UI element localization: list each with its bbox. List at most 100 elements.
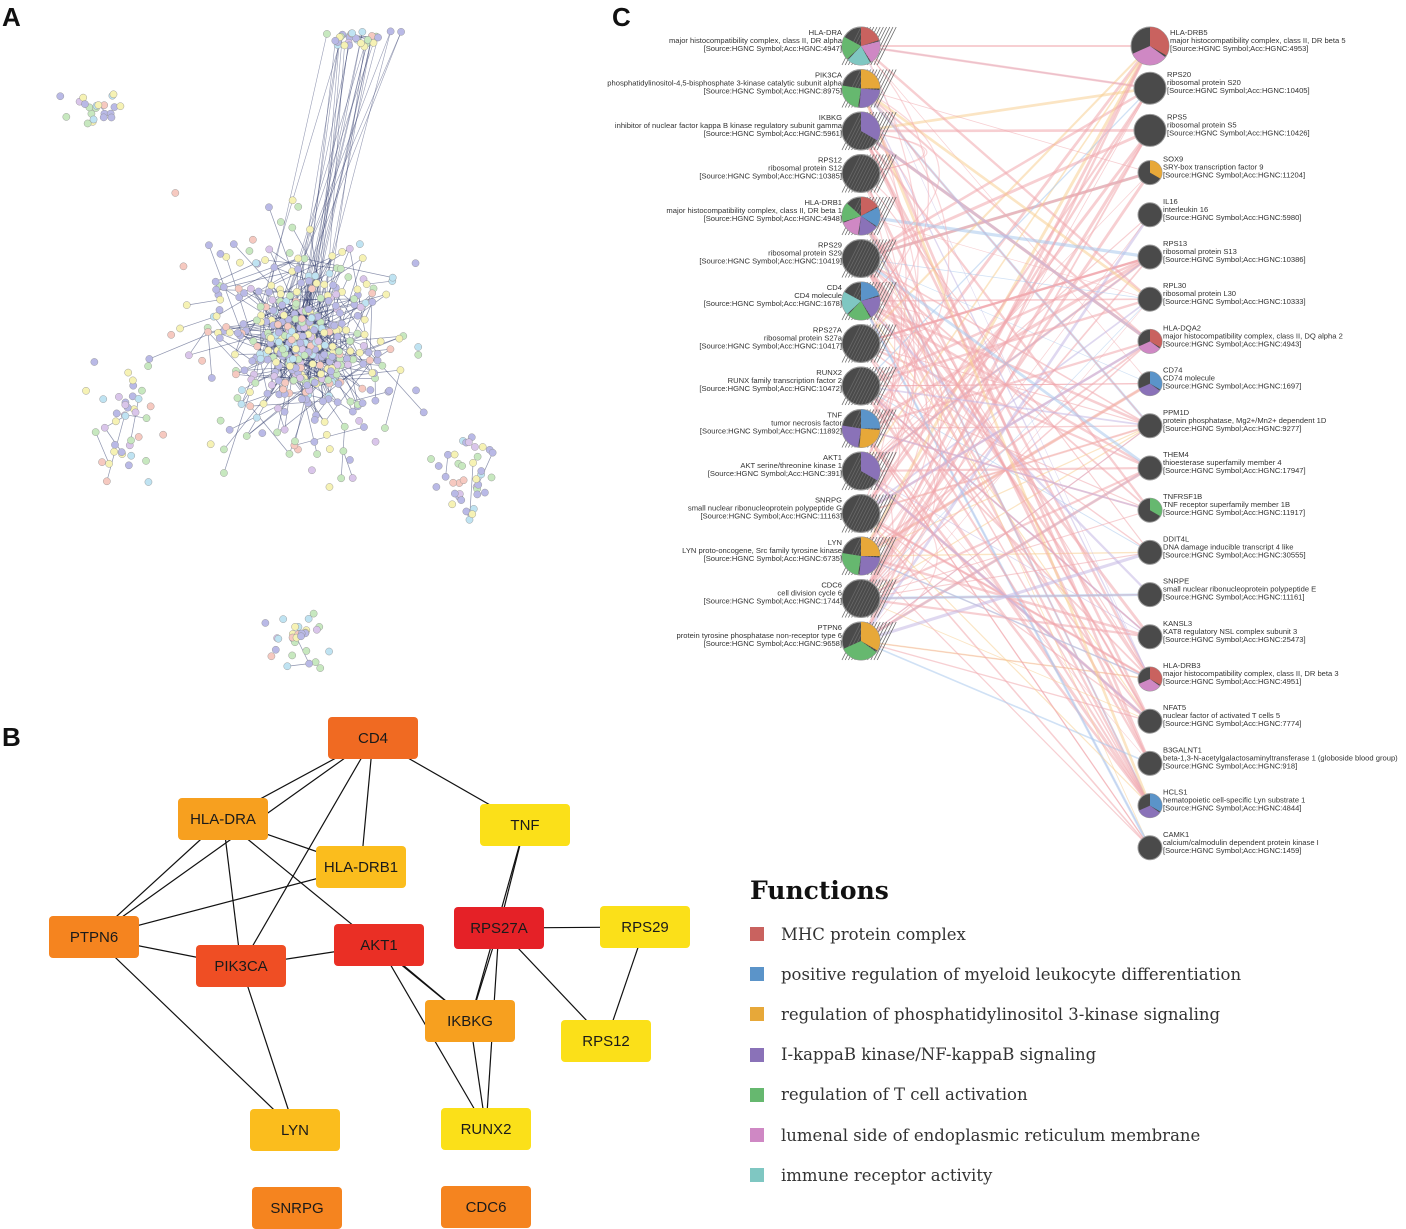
hub-node-hla-dra[interactable]: HLA-DRA xyxy=(178,798,268,840)
network-a-node xyxy=(121,412,130,420)
network-a-node xyxy=(216,416,225,425)
network-a-node xyxy=(112,409,121,418)
hub-node-ikbkg[interactable]: IKBKG xyxy=(425,1000,515,1042)
gene-symbol: PTPN6 xyxy=(818,623,842,632)
gene-symbol: RUNX2 xyxy=(816,368,842,377)
hub-node-rps29[interactable]: RPS29 xyxy=(600,906,690,948)
network-a-node xyxy=(459,476,468,485)
query-gene-pik3ca[interactable]: PIK3CAphosphatidylinositol-4,5-bisphosph… xyxy=(607,69,897,108)
network-a-node xyxy=(346,456,354,464)
genemania-edge xyxy=(860,640,1151,765)
legend-label: lumenal side of endoplasmic reticulum me… xyxy=(781,1125,1201,1145)
hub-node-cdc6[interactable]: CDC6 xyxy=(441,1186,531,1228)
network-a-node xyxy=(316,361,324,369)
hub-edge xyxy=(240,965,296,1131)
network-a-node xyxy=(316,294,325,302)
network-a-node xyxy=(472,475,481,483)
network-a-node xyxy=(134,395,143,403)
network-a-node xyxy=(469,459,477,467)
hub-node-tnf[interactable]: TNF xyxy=(480,804,570,846)
hub-node-snrpg[interactable]: SNRPG xyxy=(252,1187,342,1229)
network-a-node xyxy=(239,320,248,328)
network-a-node xyxy=(249,337,258,346)
hub-node-label: PIK3CA xyxy=(214,958,267,975)
gene-desc: ribosomal protein S20 xyxy=(1167,78,1241,87)
gene-symbol: PPM1D xyxy=(1163,408,1190,417)
gene-desc: CD74 molecule xyxy=(1163,374,1215,383)
genemania-edge xyxy=(860,298,1151,599)
network-a-node xyxy=(451,489,459,498)
network-a-node xyxy=(358,384,367,393)
network-a-node xyxy=(336,309,344,317)
network-a-node xyxy=(206,440,215,449)
network-a-node xyxy=(294,265,302,274)
hub-node-runx2[interactable]: RUNX2 xyxy=(441,1108,531,1150)
hub-node-lyn[interactable]: LYN xyxy=(250,1109,340,1151)
network-a-node xyxy=(336,264,345,273)
hub-node-rps12[interactable]: RPS12 xyxy=(561,1020,651,1062)
network-a-node xyxy=(252,259,260,267)
network-a-edge xyxy=(219,337,253,362)
network-a-node xyxy=(358,28,367,36)
network-a-node xyxy=(311,378,319,387)
network-a-node xyxy=(441,472,450,481)
network-a-edge xyxy=(315,35,373,343)
network-a-node xyxy=(288,327,296,336)
hub-node-pik3ca[interactable]: PIK3CA xyxy=(196,945,286,987)
network-a-node xyxy=(328,352,336,361)
hub-node-rps27a[interactable]: RPS27A xyxy=(454,907,544,949)
gene-source: [Source:HGNC Symbol;Acc:HGNC:4943] xyxy=(1163,339,1301,348)
network-a-node xyxy=(355,417,363,425)
hub-node-hla-drb1[interactable]: HLA-DRB1 xyxy=(316,846,406,888)
hub-node-ptpn6[interactable]: PTPN6 xyxy=(49,916,139,958)
gene-symbol: RPS27A xyxy=(813,326,843,335)
network-a-node xyxy=(414,343,423,351)
network-a-node xyxy=(358,254,367,262)
network-a-edge xyxy=(241,389,284,405)
hub-node-akt1[interactable]: AKT1 xyxy=(334,924,424,966)
hub-node-cd4[interactable]: CD4 xyxy=(328,717,418,759)
network-a-node xyxy=(121,401,130,409)
gene-symbol: TNFRSF1B xyxy=(1163,492,1202,501)
related-gene-b3galnt1[interactable]: B3GALNT1beta-1,3-N-acetylgalactosaminylt… xyxy=(1137,745,1398,776)
network-a-node xyxy=(326,445,334,453)
gene-desc: thioesterase superfamily member 4 xyxy=(1163,458,1282,467)
network-a-node xyxy=(286,291,294,300)
network-a-node xyxy=(280,408,289,416)
